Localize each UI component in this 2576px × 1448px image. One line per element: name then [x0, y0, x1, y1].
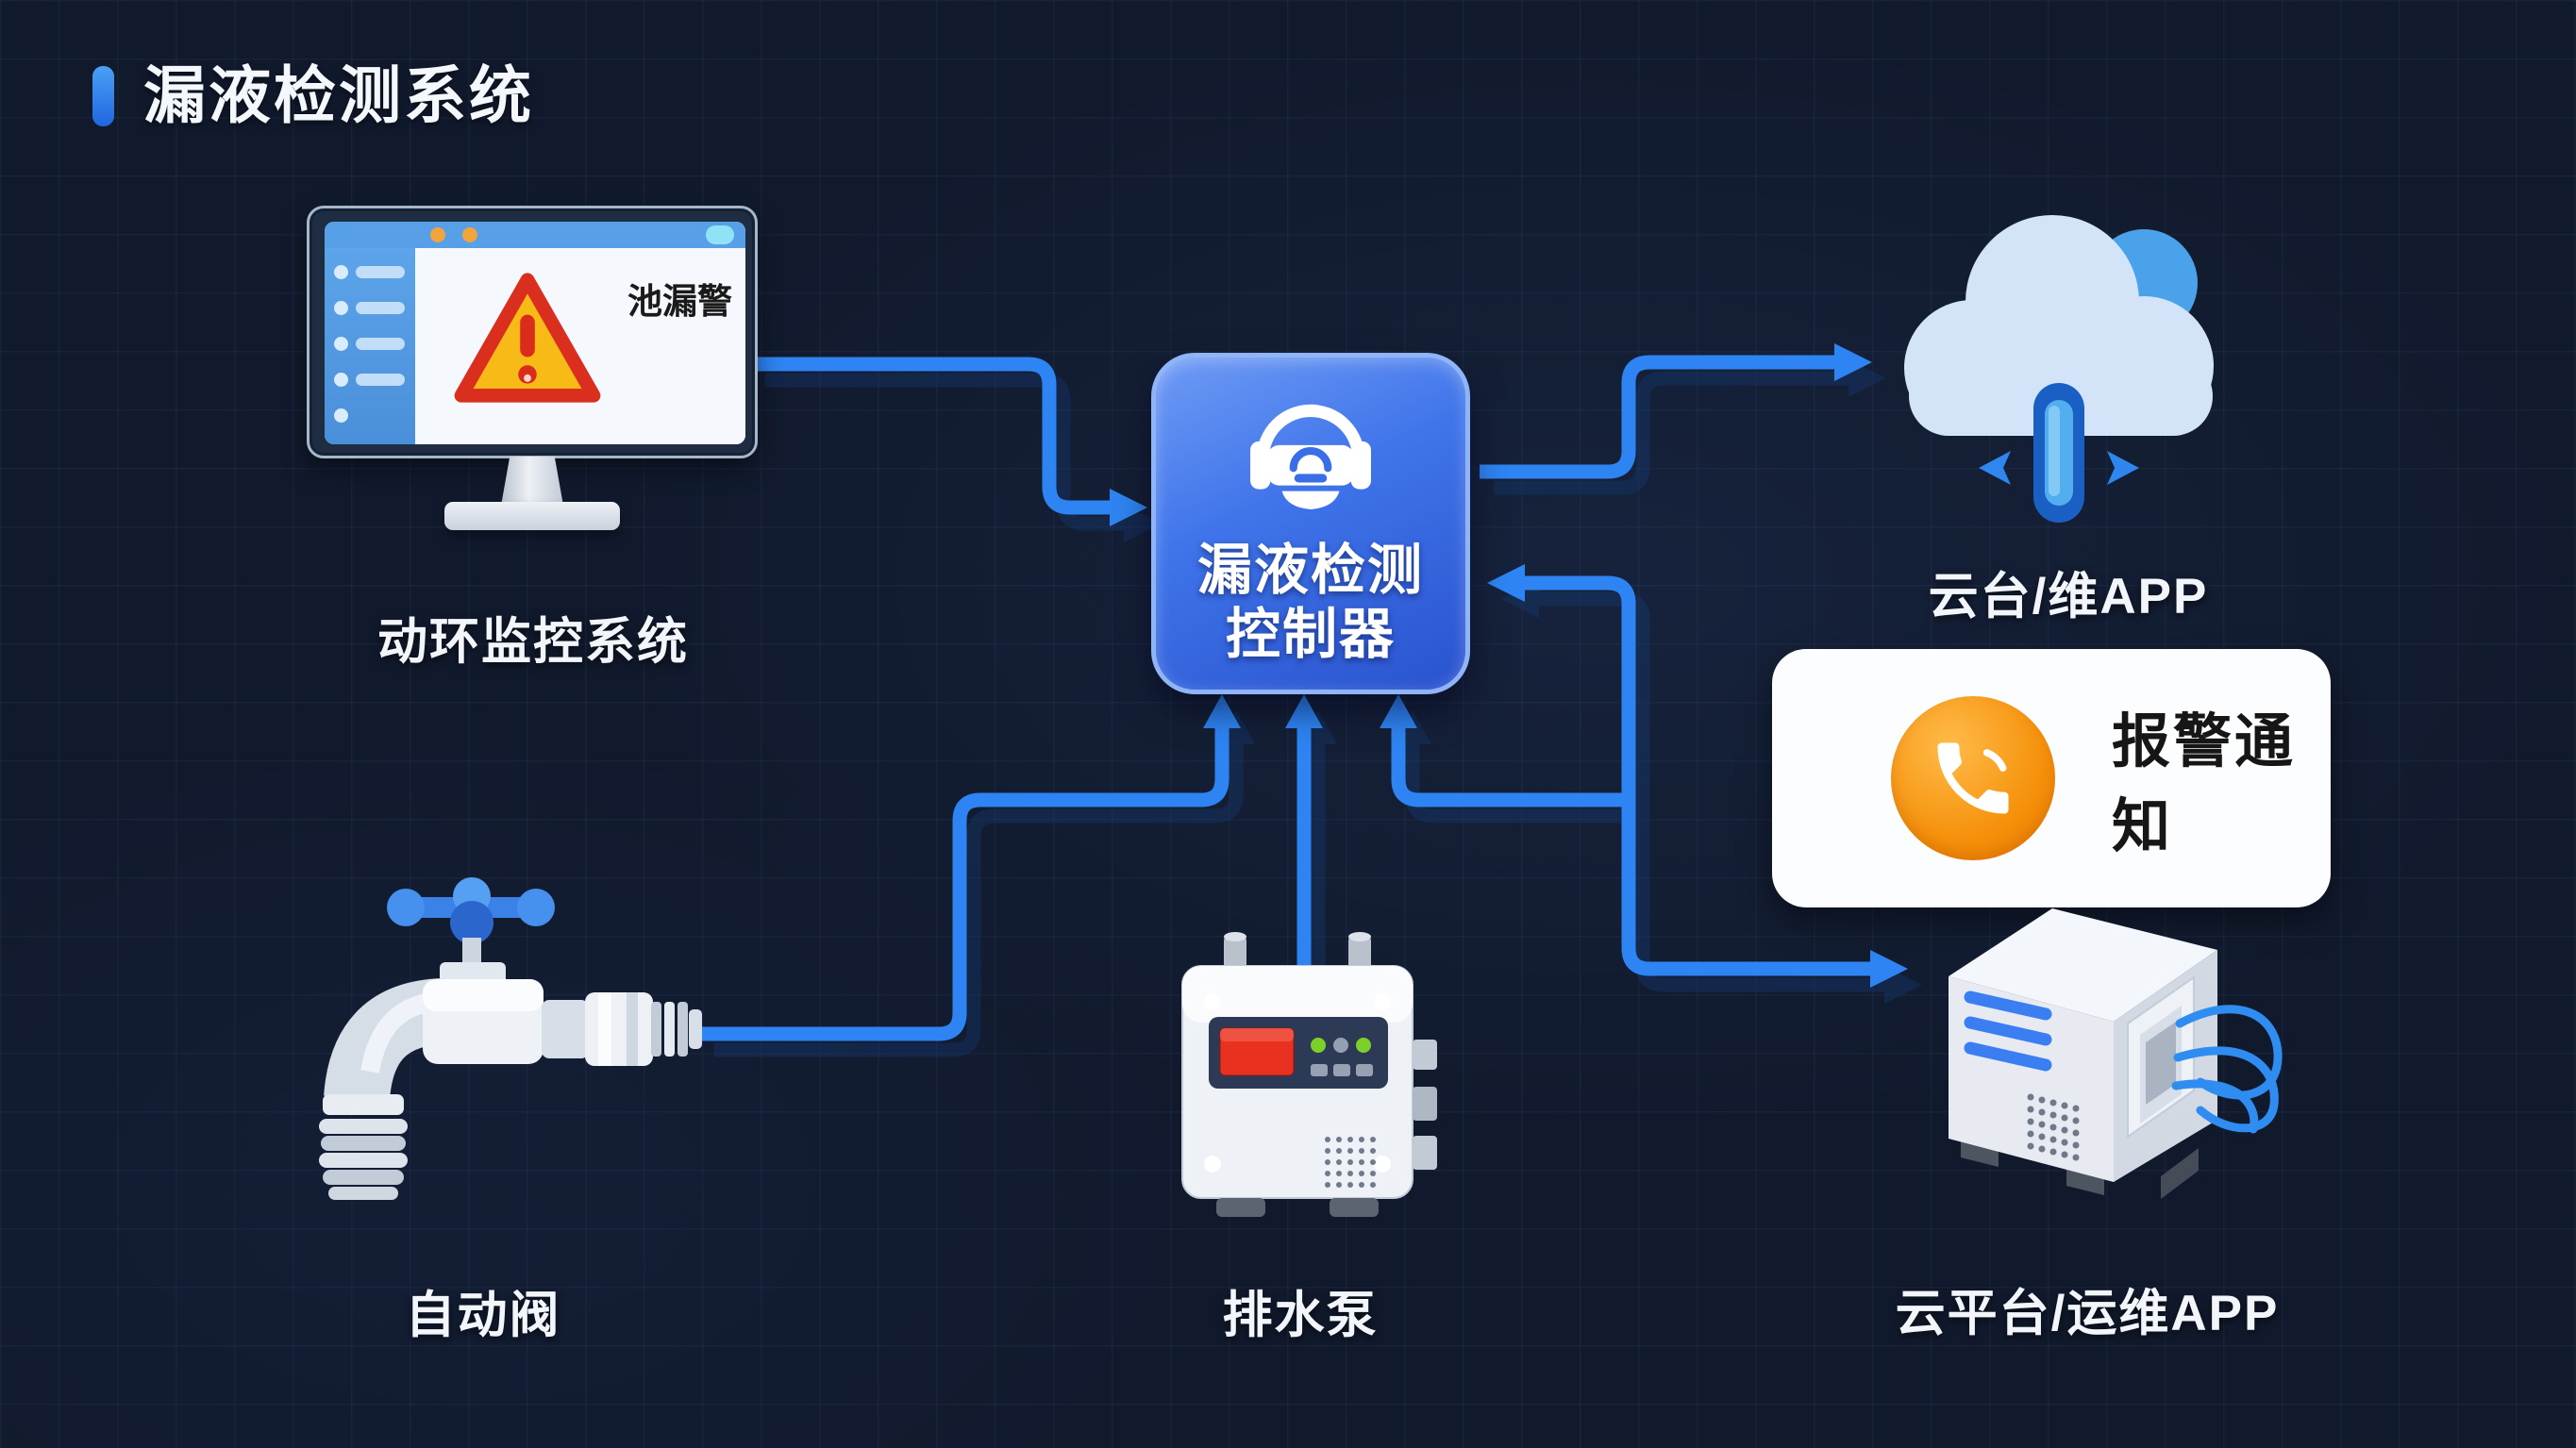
window-titlebar [325, 222, 745, 248]
monitor-stand-base [444, 502, 620, 530]
server-vent-dots [2027, 1093, 2080, 1161]
valve-label: 自动阀 [405, 1288, 561, 1343]
monitor-bezel: 池漏警 [307, 206, 758, 458]
sidebar-item [356, 338, 405, 350]
controller-label: 漏液检测 控制器 [1156, 539, 1465, 668]
cloud-upload-icon [1904, 215, 2214, 523]
window-dot-icon [430, 227, 445, 242]
alert-panel: 池漏警 [415, 248, 745, 444]
phone-handset-icon [1937, 742, 2009, 814]
controller-node: 漏液检测 控制器 [1151, 353, 1470, 694]
sidebar-item [356, 302, 405, 314]
controller-label-line1: 漏液检测 [1196, 540, 1424, 601]
alarm-card: 报警通知 [1772, 649, 2331, 907]
connector-main-lines [700, 343, 1908, 1041]
window-dot-icon [462, 227, 477, 242]
pump-control-box-icon [1181, 932, 1437, 1217]
sidebar-bullet-icon [334, 373, 348, 387]
monitor-label: 动环监控系统 [377, 614, 689, 670]
monitor-screen: 池漏警 [325, 222, 745, 444]
pump-speaker-grille [1325, 1137, 1376, 1188]
cloud-label: 云台/维APP [1928, 569, 2209, 624]
app-sidebar [325, 248, 415, 444]
controller-label-line2: 控制器 [1225, 604, 1396, 666]
sidebar-bullet-icon [334, 265, 348, 279]
title-accent-bar [92, 66, 114, 126]
mini-right-arrow-icon [2107, 451, 2139, 485]
monitor-node: 池漏警 [307, 206, 758, 538]
phone-badge [1891, 696, 2055, 860]
faucet-valve-icon [319, 877, 702, 1200]
warning-triangle-icon [454, 273, 601, 403]
headset-detector-icon [1250, 404, 1371, 509]
alert-text: 池漏警 [627, 282, 732, 321]
wire-monitor-to-controller [750, 357, 1110, 515]
wire-controller-to-cloud [1480, 355, 1834, 479]
alarm-label: 报警通知 [2112, 709, 2297, 859]
wire-cloud-bus-to-server [1525, 575, 1870, 976]
page-title: 漏液检测系统 [143, 60, 534, 130]
server-cabinet-icon [1949, 908, 2283, 1199]
server-label: 云平台/运维APP [1895, 1286, 2280, 1341]
wire-bus-branch-to-controller [1391, 728, 1629, 807]
sidebar-bullet-icon [334, 408, 348, 423]
monitor-stand-neck [501, 457, 563, 506]
sidebar-bullet-icon [334, 337, 348, 351]
sidebar-item [356, 266, 405, 278]
server-cables [2171, 1005, 2283, 1134]
sidebar-bullet-icon [334, 301, 348, 315]
sidebar-item [356, 374, 405, 386]
wire-valve-to-controller [700, 728, 1229, 1041]
mini-left-arrow-icon [1979, 451, 2011, 485]
window-control-icon [706, 225, 734, 244]
pump-label: 排水泵 [1222, 1288, 1379, 1343]
